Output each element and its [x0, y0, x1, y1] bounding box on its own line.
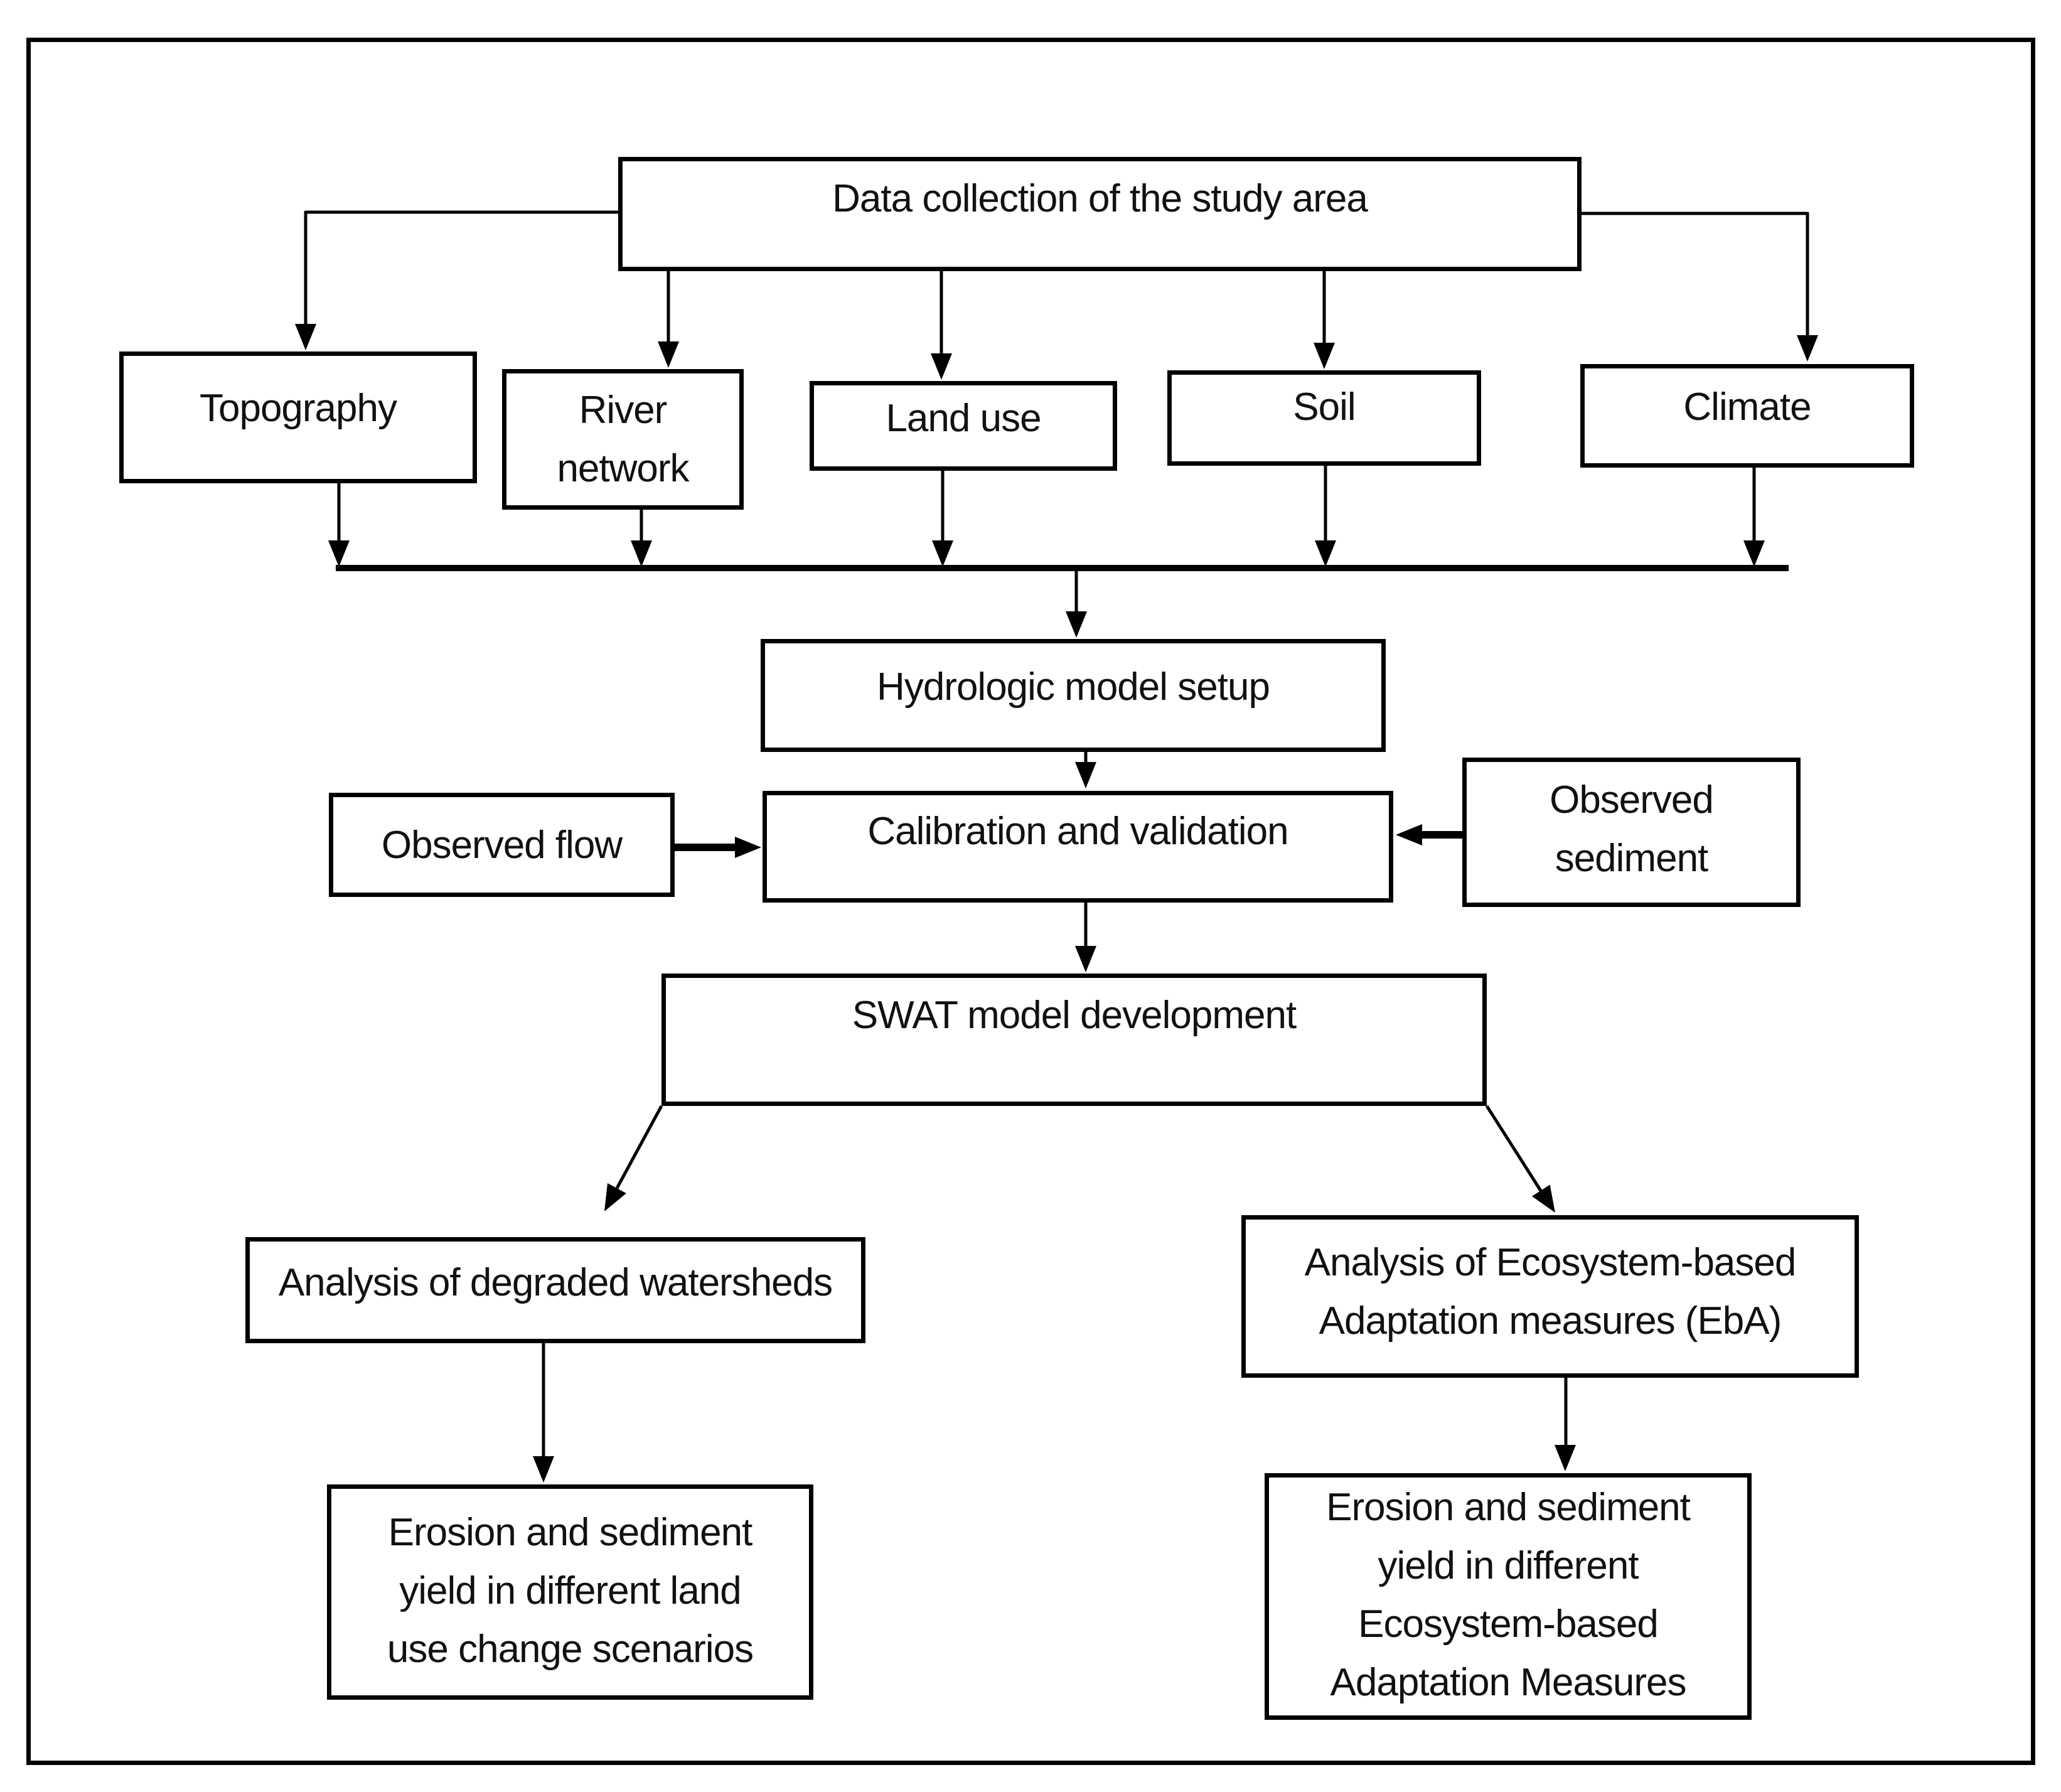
- node-observed-flow: Observed flow: [329, 793, 675, 897]
- node-topography: Topography: [119, 351, 477, 483]
- line-swat-to-analysis-right: [1485, 1105, 1543, 1192]
- node-hydrologic-model-setup: Hydrologic model setup: [761, 639, 1386, 752]
- node-data-collection: Data collection of the study area: [618, 157, 1582, 271]
- arrowhead-to-hydrologic: [1066, 611, 1087, 638]
- arrowhead-to-land-use: [931, 353, 952, 380]
- node-soil: Soil: [1167, 370, 1481, 466]
- node-calibration-validation: Calibration and validation: [763, 791, 1393, 903]
- arrowhead-to-analysis-eba: [1532, 1184, 1555, 1213]
- arrowhead-to-swat: [1075, 946, 1096, 972]
- arrowhead-to-topography: [295, 324, 316, 350]
- arrowhead-to-erosion-landuse: [533, 1456, 554, 1483]
- node-analysis-eba: Analysis of Ecosystem-based Adaptation m…: [1241, 1215, 1859, 1378]
- arrowhead-to-soil: [1314, 343, 1335, 369]
- node-climate: Climate: [1580, 364, 1914, 468]
- node-erosion-land-use: Erosion and sediment yield in different …: [327, 1484, 813, 1700]
- arrowhead-flow-to-calibration: [735, 837, 761, 858]
- arrowhead-climate-collector: [1743, 540, 1765, 567]
- line-swat-to-analysis-left: [615, 1105, 663, 1189]
- arrowhead-sediment-to-calibration: [1396, 824, 1422, 845]
- node-river-network: River network: [502, 369, 744, 510]
- arrowhead-to-river-network: [658, 341, 679, 368]
- arrowhead-landuse-collector: [932, 540, 953, 567]
- arrowhead-to-erosion-eba: [1555, 1445, 1576, 1471]
- node-observed-sediment: Observed sediment: [1462, 758, 1801, 907]
- node-analysis-degraded-watersheds: Analysis of degraded watersheds: [245, 1237, 865, 1343]
- arrowhead-to-calibration: [1075, 762, 1096, 788]
- arrowhead-to-analysis-degraded: [604, 1183, 626, 1211]
- node-swat-model-development: SWAT model development: [661, 974, 1487, 1106]
- node-land-use: Land use: [810, 381, 1117, 471]
- arrowhead-river-collector: [631, 540, 652, 567]
- arrowhead-topography-collector: [328, 540, 350, 567]
- arrowhead-soil-collector: [1315, 540, 1336, 567]
- node-erosion-eba: Erosion and sediment yield in different …: [1265, 1473, 1752, 1720]
- arrowhead-to-climate: [1797, 335, 1818, 362]
